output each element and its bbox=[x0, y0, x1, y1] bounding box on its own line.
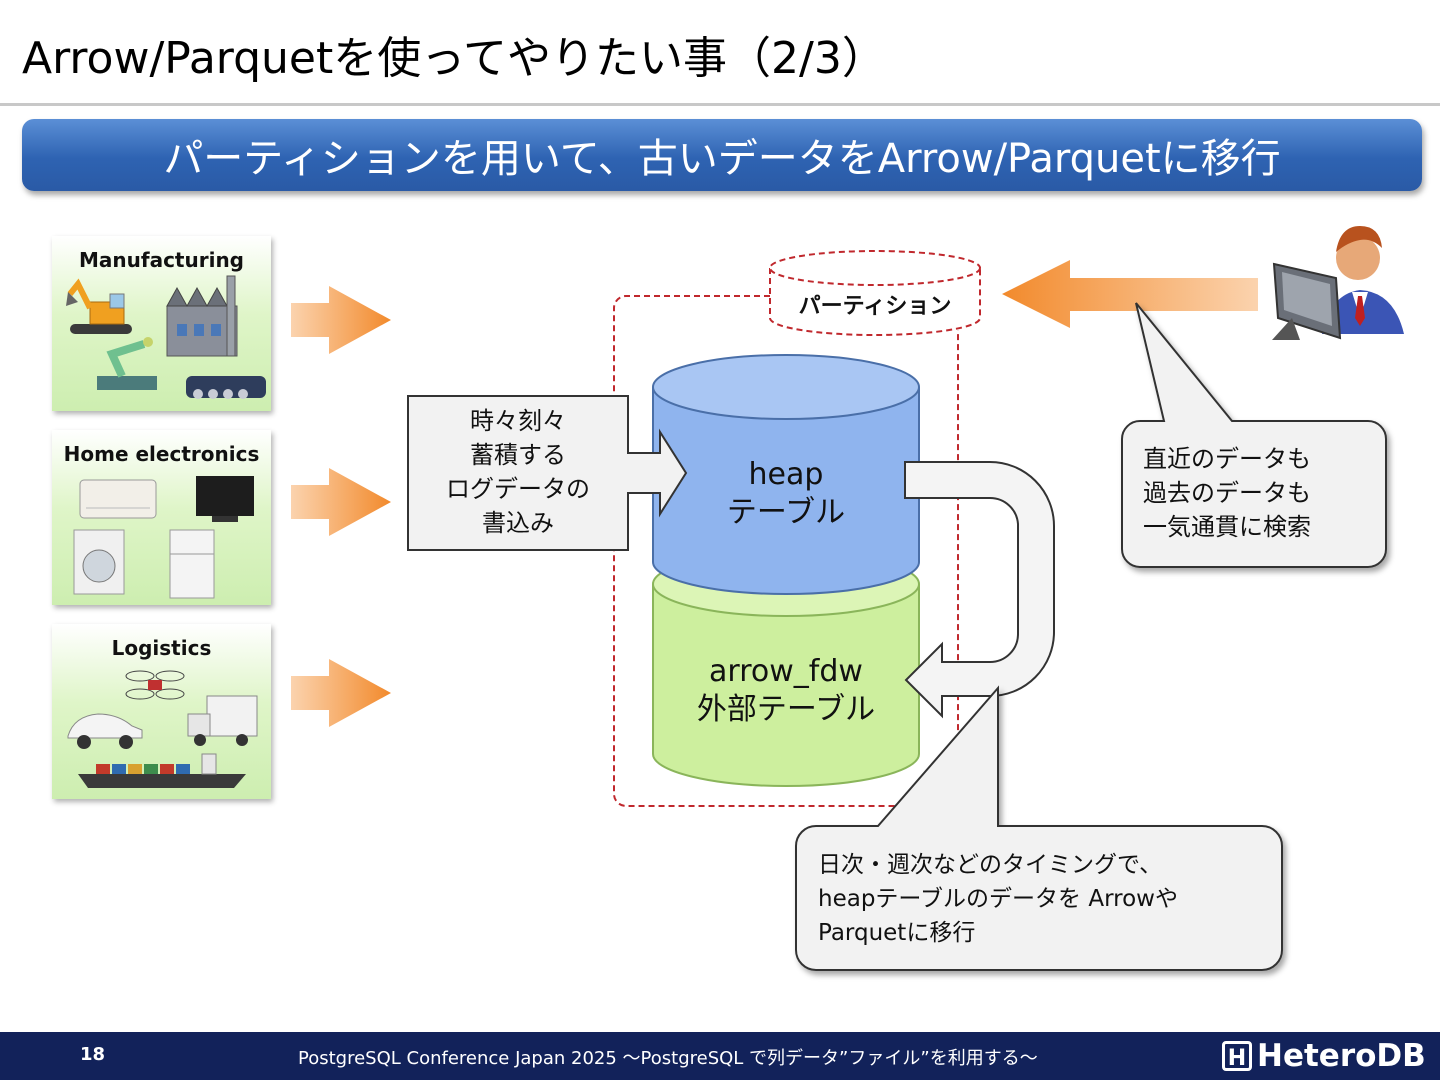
drone-icon bbox=[125, 670, 185, 700]
migrate-callout-line-2: heapテーブルのデータを Arrowや bbox=[818, 886, 1178, 912]
panel-title: Manufacturing bbox=[79, 248, 244, 272]
source-panel-home-electronics: Home electronics bbox=[52, 430, 271, 605]
refrigerator-icon bbox=[169, 529, 215, 599]
slide-title: Arrow/Parquetを使ってやりたい事（2/3） bbox=[22, 33, 886, 84]
car-icon bbox=[67, 713, 143, 749]
write-line-3: ログデータの bbox=[446, 475, 590, 503]
migrate-callout-line-1: 日次・週次などのタイミングで、 bbox=[818, 852, 1162, 878]
search-arrow bbox=[1002, 260, 1258, 328]
footer-bar: 18 PostgreSQL Conference Japan 2025 〜Pos… bbox=[0, 1032, 1440, 1080]
logo-text: HeteroDB bbox=[1257, 1038, 1426, 1074]
home-electronics-icons bbox=[73, 476, 254, 599]
subtitle-banner: パーティションを用いて、古いデータをArrow/Parquetに移行 bbox=[22, 119, 1422, 191]
migration-uturn-arrow bbox=[904, 461, 1055, 719]
write-line-2: 蓄積する bbox=[470, 441, 566, 469]
television-icon bbox=[196, 476, 254, 522]
source-arrow-logistics bbox=[291, 659, 391, 727]
migrate-callout-line-3: Parquetに移行 bbox=[818, 920, 975, 946]
logistics-icons bbox=[67, 670, 258, 788]
heap-label-2: テーブル bbox=[727, 495, 845, 530]
search-callout-line-3: 一気通貫に検索 bbox=[1143, 513, 1311, 541]
robot-arm-icon bbox=[97, 337, 157, 390]
title-divider bbox=[0, 103, 1440, 106]
truck-icon bbox=[187, 695, 258, 746]
page-number: 18 bbox=[80, 1044, 106, 1065]
write-line-4: 書込み bbox=[482, 509, 554, 537]
washing-machine-icon bbox=[73, 529, 125, 595]
search-callout-line-1: 直近のデータも bbox=[1143, 445, 1311, 473]
heap-label-1: heap bbox=[749, 457, 824, 492]
write-callout-arrow bbox=[407, 395, 688, 551]
arrow-fdw-label-1: arrow_fdw bbox=[709, 654, 863, 689]
source-panel-manufacturing: Manufacturing bbox=[52, 236, 271, 411]
source-arrow-manufacturing bbox=[291, 286, 391, 354]
panel-title: Home electronics bbox=[63, 442, 260, 466]
user-computer-icon bbox=[1272, 226, 1404, 340]
source-arrow-home-electronics bbox=[291, 468, 391, 536]
logo-mark-icon: H bbox=[1222, 1041, 1252, 1071]
subtitle-text: パーティションを用いて、古いデータをArrow/Parquetに移行 bbox=[163, 136, 1281, 182]
container-ship-icon bbox=[78, 753, 246, 788]
footer-text: PostgreSQL Conference Japan 2025 〜Postgr… bbox=[298, 1048, 1038, 1069]
conveyor-icon bbox=[186, 376, 266, 399]
partition-boundary bbox=[613, 295, 959, 807]
manufacturing-icons bbox=[66, 275, 266, 399]
heap-cylinder bbox=[652, 354, 920, 595]
arrow-fdw-label-2: 外部テーブル bbox=[697, 692, 875, 727]
partition-label: パーティション bbox=[799, 294, 952, 319]
search-callout bbox=[1121, 302, 1387, 568]
factory-icon bbox=[166, 275, 238, 357]
air-conditioner-icon bbox=[79, 479, 157, 519]
excavator-icon bbox=[66, 278, 132, 334]
panel-title: Logistics bbox=[111, 636, 212, 660]
write-line-1: 時々刻々 bbox=[470, 407, 566, 435]
partition-cylinder bbox=[769, 250, 981, 336]
migrate-callout bbox=[795, 685, 1283, 971]
source-panel-logistics: Logistics bbox=[52, 624, 271, 799]
heterodb-logo: H HeteroDB bbox=[1222, 1038, 1426, 1074]
search-callout-line-2: 過去のデータも bbox=[1143, 479, 1311, 507]
